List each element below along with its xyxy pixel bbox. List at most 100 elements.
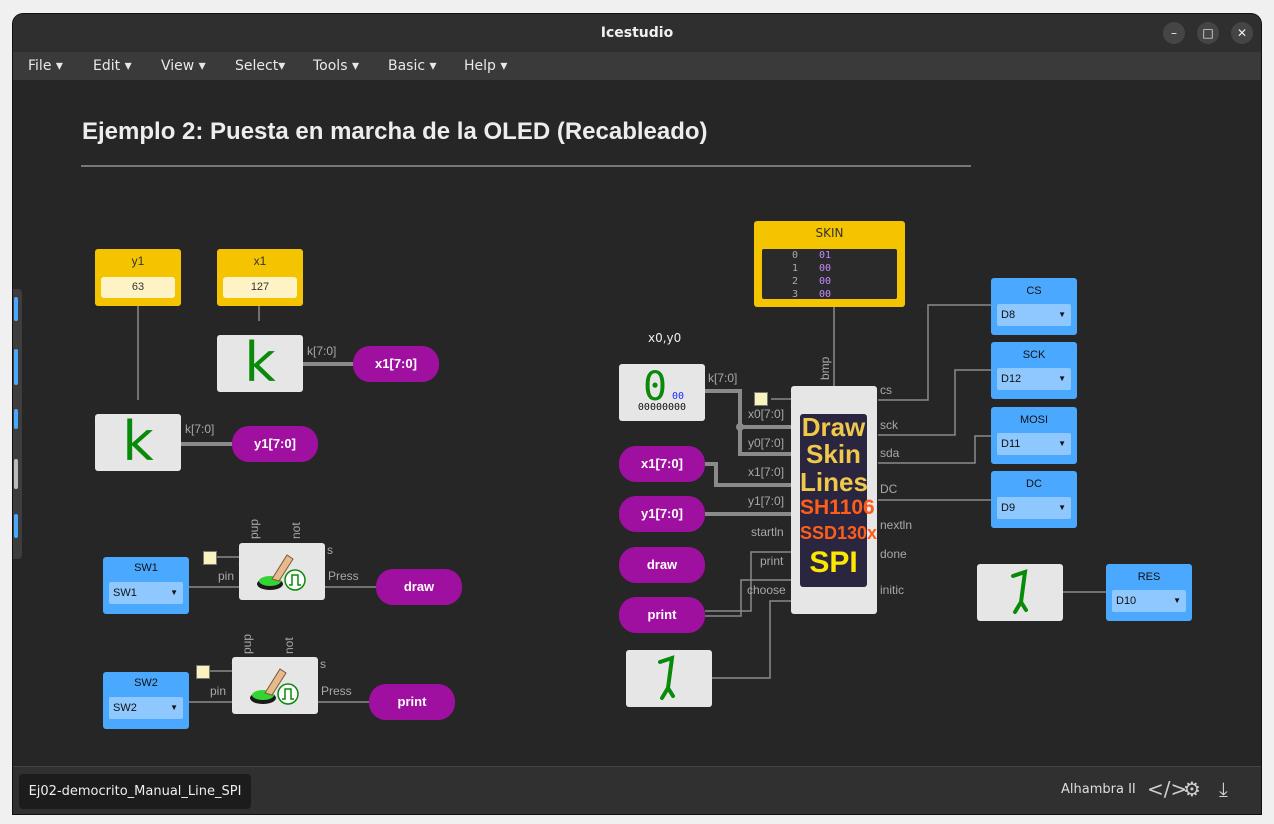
heading-divider [81,165,971,167]
wire-label-pin2: pin [210,684,227,698]
wires-layer [137,292,1107,703]
minimize-icon[interactable]: – [1163,22,1185,44]
menu-tools[interactable]: Tools ▾ [313,58,359,74]
menu-edit-label: Edit [93,58,121,74]
board-name[interactable]: Alhambra II [1061,782,1136,797]
wire-sck [878,369,992,436]
menu-select[interactable]: Select▾ [235,58,286,74]
output-dc-select[interactable]: D9 ▼ [997,497,1071,519]
wire-label-press2: Press [321,684,352,698]
label-x1-out[interactable]: x1[7:0] [353,346,439,382]
input-sw2[interactable]: SW2 SW2▼ [103,672,189,729]
wire-junction [736,423,744,431]
download-icon[interactable]: ⤓ [1219,777,1228,801]
k-block-y1[interactable]: k [95,414,181,471]
push-button-icon [250,668,299,705]
output-cs-select[interactable]: D8▼ [997,304,1071,326]
menu-basic[interactable]: Basic ▾ [388,58,437,74]
output-mosi-select[interactable]: D11▼ [997,433,1071,455]
constant-y1[interactable]: y1 63 [95,249,181,306]
menu-help[interactable]: Help ▾ [464,58,508,74]
menu-help-label: Help [464,58,496,74]
port-done: done [880,547,907,561]
button-block-1[interactable] [239,543,325,600]
page-title: Ejemplo 2: Puesta en marcha de la OLED (… [82,118,708,145]
skin-title: SKIN [815,226,844,240]
title-bar: Icestudio – □ ✕ [13,14,1261,52]
memory-addr: 2 [792,276,799,287]
label-x1-in[interactable]: x1[7:0] [619,446,705,482]
code-icon[interactable]: </> [1147,777,1188,801]
tick-block[interactable] [626,650,712,707]
port-y1: y1[7:0] [748,494,785,508]
clock-input-2[interactable] [196,665,210,679]
memory-addr: 0 [792,250,799,261]
output-res[interactable]: RES D10▼ [1106,564,1192,621]
output-sck[interactable]: SCK D12▼ [991,342,1077,399]
tick-icon [1011,569,1028,614]
label-draw-in[interactable]: draw [619,547,705,583]
oled-driver-block[interactable]: Draw Skin Lines SH1106 SSD130x SPI [791,386,877,614]
input-sw1[interactable]: SW1 SW1▼ [103,557,189,614]
constant-y1-value[interactable]: 63 [101,277,175,298]
output-res-name: RES [1137,571,1161,583]
file-tab[interactable]: Ej02-democrito_Manual_Line_SPI [19,774,251,809]
label-print-in[interactable]: print [619,597,705,633]
gear-icon[interactable]: ⚙ [1183,777,1201,801]
menu-file[interactable]: File ▾ [28,58,63,74]
input-sw2-select[interactable]: SW2▼ [109,697,183,719]
chevron-down-icon: ▼ [1058,503,1066,512]
wire-label-s1: s [327,543,333,557]
menu-bar: File ▾ Edit ▾ View ▾ Select▾ Tools ▾ Bas… [13,52,1261,81]
port-x0: x0[7:0] [748,407,785,421]
port-x1: x1[7:0] [748,465,785,479]
wire-label-press1: Press [328,569,359,583]
wire-k0-x0 [705,389,791,429]
clock-input-3[interactable] [754,392,768,406]
output-dc[interactable]: DC D9 ▼ [991,471,1077,528]
output-sck-select[interactable]: D12▼ [997,368,1071,390]
output-cs[interactable]: CS D8▼ [991,278,1077,335]
output-dc-name: DC [1026,478,1042,490]
input-sw1-name: SW1 [134,562,158,574]
close-icon[interactable]: ✕ [1231,22,1253,44]
input-sw2-name: SW2 [134,677,158,689]
label-print-out[interactable]: print [369,684,455,720]
constant-x1-value[interactable]: 127 [223,277,297,298]
left-toolbar-edge [13,289,22,559]
chevron-down-icon: ▼ [1058,310,1066,319]
button-block-2[interactable] [232,657,318,714]
icon-text-spi: SPI [809,546,858,579]
output-res-value: D10 [1116,595,1137,607]
chevron-down-icon: ▼ [1058,374,1066,383]
input-sw1-select[interactable]: SW1▼ [109,582,183,604]
constant-x1[interactable]: x1 127 [217,249,303,306]
label-draw-out[interactable]: draw [376,569,462,605]
output-dc-value: D9 [1001,502,1016,514]
label-y1-out[interactable]: y1[7:0] [232,426,318,462]
memory-addr: 3 [792,289,799,299]
output-mosi[interactable]: MOSI D11▼ [991,407,1077,464]
wire-label-pin1: pin [218,569,235,583]
menu-view[interactable]: View ▾ [161,58,206,74]
port-dc: DC [880,482,898,496]
chevron-down-icon: ▼ [1058,439,1066,448]
menu-view-label: View [161,58,195,74]
constant-zero-block[interactable]: 0 00 00000000 [619,364,705,421]
maximize-icon[interactable]: □ [1197,22,1219,44]
menu-edit[interactable]: Edit ▾ [93,58,132,74]
wire-choose [712,600,791,679]
zero-digit: 0 [643,364,668,410]
app-window: Icestudio – □ ✕ File ▾ Edit ▾ View ▾ Sel… [13,14,1261,814]
design-canvas[interactable]: Ejemplo 2: Puesta en marcha de la OLED (… [13,80,1261,766]
k-block-x1[interactable]: k [217,335,303,392]
tick-block-res[interactable] [977,564,1063,621]
output-res-select[interactable]: D10▼ [1112,590,1186,612]
port-choose: choose [747,583,786,597]
label-y1-in[interactable]: y1[7:0] [619,496,705,532]
clock-input-1[interactable] [203,551,217,565]
wire-label-pup2: pup [240,633,254,654]
